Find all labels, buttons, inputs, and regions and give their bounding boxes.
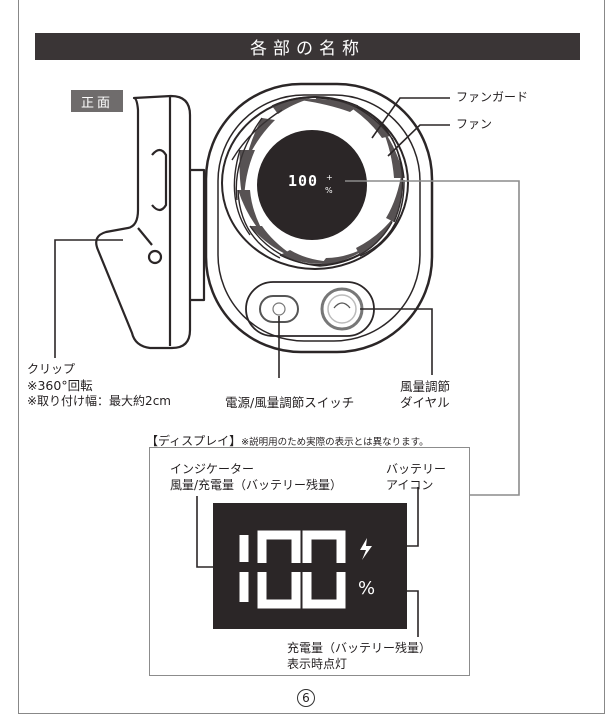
display-heading: 【ディスプレイ】: [146, 434, 242, 448]
page-border: [18, 0, 605, 714]
page-number: 6: [297, 689, 315, 707]
leader-dial: [360, 308, 433, 375]
dial-inner: [327, 294, 357, 324]
indicator-label-line1: インジケーター: [170, 462, 255, 476]
fan-display-percent: %: [325, 186, 333, 195]
power-icon: [272, 302, 286, 316]
dial-label-line2: ダイヤル: [400, 395, 450, 410]
page-title: 各部の名称: [35, 33, 580, 60]
battery-icon-label-line2: アイコン: [386, 478, 434, 492]
switch-label: 電源/風量調節スイッチ: [225, 395, 355, 410]
leader-fan: [387, 124, 450, 157]
leader-clip: [54, 239, 123, 358]
leader-fan-guard: [371, 97, 450, 139]
dial-label-line1: 風量調節: [400, 379, 451, 394]
clip-drawing: [95, 94, 206, 350]
seg: [302, 530, 346, 563]
charge-label-line1: 充電量（バッテリー残量）: [287, 641, 432, 655]
fan-label: ファン: [456, 117, 493, 131]
leader-display-connector: [345, 180, 520, 496]
fan-display-bolt: +: [326, 173, 333, 182]
front-view-tag: 正面: [71, 90, 123, 112]
dial-arrow-icon: [333, 302, 351, 309]
display-heading-row: 【ディスプレイ】※説明用のため実際の表示とは異なります。: [146, 432, 429, 449]
seg: [257, 530, 301, 563]
charge-label-line2: 表示時点灯: [287, 657, 348, 671]
fan-display-circle: [257, 130, 367, 240]
screen-percent: %: [358, 578, 376, 599]
clip-width-label: ※取り付け幅：最大約2cm: [27, 394, 171, 408]
display-panel: [149, 447, 470, 676]
fan-guard-label: ファンガード: [456, 90, 529, 104]
clip-rotation-label: ※360°回転: [27, 378, 93, 393]
battery-icon-label-line1: バッテリー: [386, 462, 447, 476]
clip-label: クリップ: [27, 362, 76, 376]
indicator-label-line2: 風量/充電量（バッテリー残量）: [170, 478, 343, 492]
fan-display-digits: 100: [288, 172, 319, 190]
seg: [257, 572, 301, 609]
bolt-icon: [360, 538, 372, 560]
display-note: ※説明用のため実際の表示とは異なります。: [241, 437, 429, 448]
seg: [302, 572, 346, 609]
